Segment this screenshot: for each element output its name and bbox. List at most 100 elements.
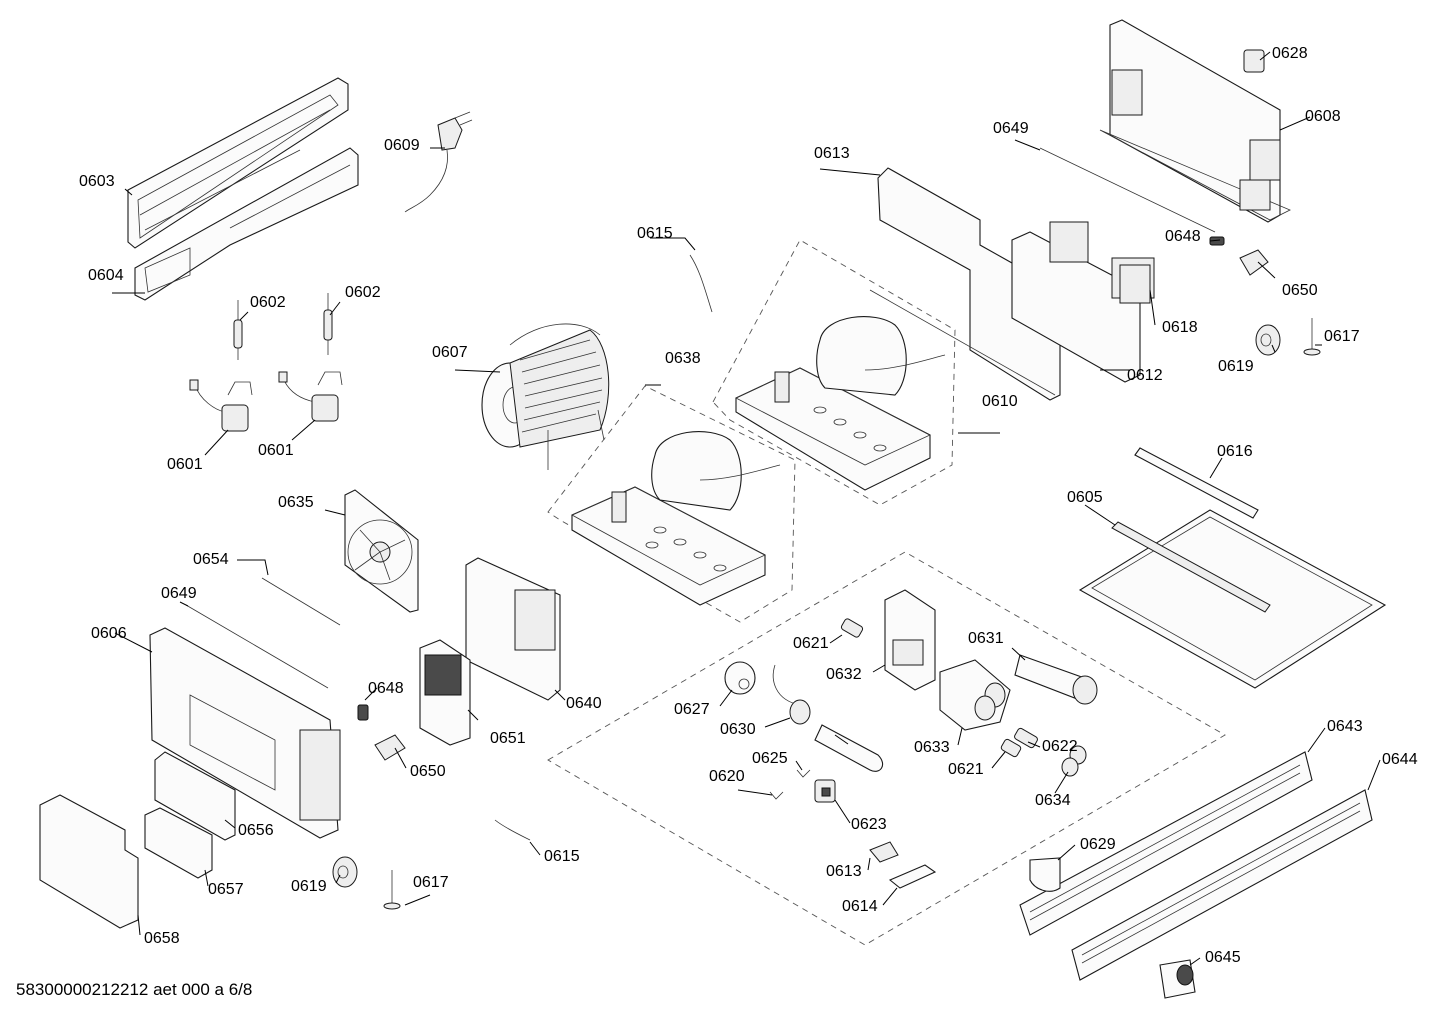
part-0608-bracket xyxy=(1099,19,1291,223)
part-0619-clip-lower xyxy=(332,856,358,888)
label-0618: 0618 xyxy=(1162,319,1198,336)
label-0617-a: 0617 xyxy=(1324,328,1360,345)
label-0615-b: 0615 xyxy=(544,848,580,865)
part-0649-rod-top xyxy=(1039,147,1216,233)
leader-lines xyxy=(112,51,1381,966)
label-0608: 0608 xyxy=(1305,108,1341,125)
part-0611-tube xyxy=(814,724,884,772)
label-0644: 0644 xyxy=(1382,751,1418,768)
part-0645-cap xyxy=(1159,959,1196,999)
part-0606-housing xyxy=(149,627,341,839)
part-0617-screw-top xyxy=(1303,318,1321,356)
label-0622: 0622 xyxy=(1042,738,1078,755)
part-0628-clip xyxy=(1243,49,1265,73)
part-0632-relay xyxy=(884,589,936,691)
part-0602-capillary-a xyxy=(233,300,243,360)
label-0610: 0610 xyxy=(982,393,1018,410)
part-0615-wire-lower xyxy=(494,819,531,841)
part-0634-plug xyxy=(1061,745,1087,777)
part-0656-board xyxy=(154,751,236,841)
part-0602-capillary-b xyxy=(323,293,333,355)
part-0621-fuse-b xyxy=(1000,738,1022,758)
label-0650-a: 0650 xyxy=(1282,282,1318,299)
label-0604: 0604 xyxy=(88,267,124,284)
part-0631-capacitor xyxy=(1014,654,1098,705)
assembly-outline-compressor-1 xyxy=(547,385,796,623)
part-0654-tube xyxy=(261,577,341,626)
part-0640-plate xyxy=(465,557,561,701)
label-0619-a: 0619 xyxy=(1218,358,1254,375)
part-0621-fuse-a xyxy=(840,618,864,638)
label-0658: 0658 xyxy=(144,930,180,947)
part-0619-clip-top xyxy=(1255,324,1281,356)
label-0627: 0627 xyxy=(674,701,710,718)
part-0616-strip xyxy=(1134,447,1259,519)
assembly-outline-electrical xyxy=(547,551,1226,946)
part-0620-clip xyxy=(769,791,784,800)
label-0633: 0633 xyxy=(914,739,950,756)
label-0656: 0656 xyxy=(238,822,274,839)
part-0610-compressor xyxy=(816,316,946,396)
part-0657-module xyxy=(144,807,213,879)
label-0654: 0654 xyxy=(193,551,229,568)
part-0638-compressor xyxy=(651,431,781,511)
label-0640: 0640 xyxy=(566,695,602,712)
part-0633-bracket xyxy=(939,659,1011,731)
part-0610-compressor-base xyxy=(735,367,931,491)
document-id: 58300000212212 aet 000 a 6/8 xyxy=(16,980,253,999)
part-0627-cap xyxy=(724,661,756,695)
part-0648-sensor-lower xyxy=(357,704,369,721)
part-0609-power-cord xyxy=(404,111,473,213)
part-0604-panel xyxy=(134,147,359,301)
label-0606: 0606 xyxy=(91,625,127,642)
part-0623-valve xyxy=(814,779,836,803)
label-0628: 0628 xyxy=(1272,45,1308,62)
label-0619-b: 0619 xyxy=(291,878,327,895)
part-0643-grille xyxy=(1019,751,1313,936)
label-0602-a: 0602 xyxy=(250,294,286,311)
label-0651: 0651 xyxy=(490,730,526,747)
label-0648-b: 0648 xyxy=(368,680,404,697)
label-0625: 0625 xyxy=(752,750,788,767)
label-0616: 0616 xyxy=(1217,443,1253,460)
label-0601-a: 0601 xyxy=(167,456,203,473)
label-0657: 0657 xyxy=(208,881,244,898)
label-0638: 0638 xyxy=(665,350,701,367)
label-0648-a: 0648 xyxy=(1165,228,1201,245)
label-0612: 0612 xyxy=(1127,367,1163,384)
part-0601-valve-a xyxy=(189,379,253,432)
part-0625-clip xyxy=(796,769,811,778)
label-0615-a: 0615 xyxy=(637,225,673,242)
part-0622-fuse xyxy=(1014,727,1038,749)
label-0645: 0645 xyxy=(1205,949,1241,966)
part-0630-harness xyxy=(772,664,811,725)
label-0605: 0605 xyxy=(1067,489,1103,506)
part-0651-module xyxy=(419,639,471,746)
label-0630: 0630 xyxy=(720,721,756,738)
part-0650-holder-top xyxy=(1239,249,1269,276)
part-0618-box xyxy=(1119,264,1151,304)
part-0658-cover xyxy=(39,794,139,929)
part-0644-grille xyxy=(1071,789,1373,981)
label-0603: 0603 xyxy=(79,173,115,190)
label-0620: 0620 xyxy=(709,768,745,785)
part-0650-holder-lower xyxy=(374,734,406,761)
label-0613-a: 0613 xyxy=(814,145,850,162)
label-0649-a: 0649 xyxy=(993,120,1029,137)
part-0635-fan xyxy=(344,489,419,613)
part-0629-knob xyxy=(1029,857,1061,892)
label-0601-b: 0601 xyxy=(258,442,294,459)
part-0614-bracket xyxy=(888,864,937,889)
part-0605-shelf xyxy=(1078,509,1387,689)
label-0621-b: 0621 xyxy=(948,761,984,778)
part-0601-valve-b xyxy=(278,371,343,422)
label-0607: 0607 xyxy=(432,344,468,361)
label-0623: 0623 xyxy=(851,816,887,833)
label-0614: 0614 xyxy=(842,898,878,915)
part-0613-bracket xyxy=(869,167,1061,401)
label-0602-b: 0602 xyxy=(345,284,381,301)
label-0643: 0643 xyxy=(1327,718,1363,735)
part-0649-rod-lower xyxy=(185,604,329,689)
part-0607-condenser-coil xyxy=(481,323,610,470)
